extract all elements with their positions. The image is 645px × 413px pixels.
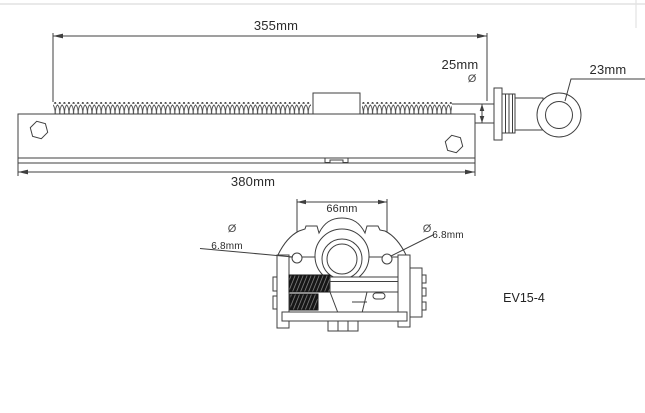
end-view xyxy=(199,199,435,332)
dim-380-label: 380mm xyxy=(230,174,276,189)
dimension-355 xyxy=(52,33,488,102)
channel-slot-detail xyxy=(324,158,349,163)
worm-gear-lower xyxy=(289,293,319,311)
flange-plate xyxy=(493,87,503,141)
base-plate xyxy=(281,311,408,322)
motor-end-cap xyxy=(409,267,427,318)
diameter-symbol-icon-left-hole: Ø xyxy=(227,223,237,235)
leader-hole-left xyxy=(199,248,294,258)
dimension-380 xyxy=(17,163,476,176)
dim-355-label: 355mm xyxy=(253,18,299,33)
housing-slot xyxy=(372,292,386,300)
rack-teeth xyxy=(53,102,452,115)
hex-bolt-right xyxy=(444,134,464,154)
dim-66-label: 66mm xyxy=(326,203,358,215)
leader-23 xyxy=(564,78,645,102)
shaft-end-lower xyxy=(272,295,278,310)
drive-bar xyxy=(329,276,399,314)
diameter-symbol-icon-right-hole: Ø xyxy=(422,223,432,235)
rod-end-eye-bore xyxy=(545,101,573,129)
dim-6-8-right-label: 6.8mm xyxy=(432,230,464,241)
diameter-symbol-icon-rod: Ø xyxy=(467,73,477,85)
worm-gear-upper xyxy=(288,274,331,293)
output-rod xyxy=(452,103,494,124)
dim-23-label: 23mm xyxy=(589,62,627,77)
hex-bolt-left xyxy=(29,120,49,140)
side-view xyxy=(17,33,645,176)
dim-6-8-left-label: 6.8mm xyxy=(211,241,243,252)
model-number-label: EV15-4 xyxy=(503,291,545,305)
mounting-hole-right xyxy=(381,253,393,265)
mounting-channel xyxy=(17,113,476,164)
carriage-block xyxy=(312,92,361,115)
bearing-bore xyxy=(326,243,358,275)
bottom-foot xyxy=(327,320,359,332)
shaft-end-upper xyxy=(272,276,278,292)
dimension-25 xyxy=(479,104,485,123)
mounting-hole-left xyxy=(291,252,303,264)
dim-25-label: 25mm xyxy=(441,57,479,72)
page-edge-lines xyxy=(0,0,645,28)
leader-hole-right xyxy=(390,234,435,257)
rod-end-assembly xyxy=(493,87,582,141)
